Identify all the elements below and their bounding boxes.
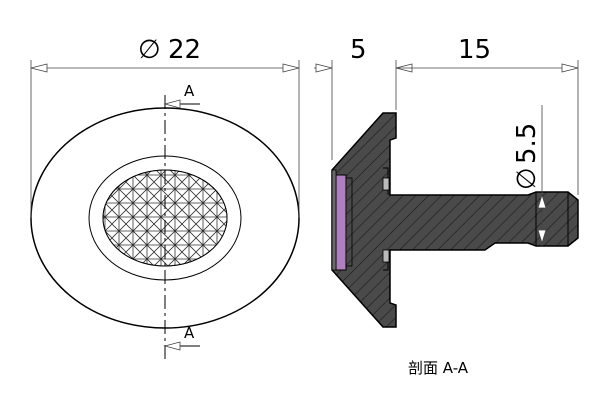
diameter-symbol-vertical: ∅ — [512, 167, 542, 190]
dimension-15: 15 — [396, 35, 579, 195]
section-marker-bottom: A — [163, 324, 200, 351]
section-caption: 剖面 A-A — [408, 359, 469, 377]
section-letter-bottom: A — [184, 324, 195, 342]
section-letter-top: A — [184, 82, 195, 100]
dimension-value-15: 15 — [458, 35, 491, 65]
diameter-symbol: ∅ — [138, 35, 161, 65]
section-view: 5 15 ∅ 5.5 剖面 A-A — [314, 35, 579, 377]
dimension-5-5: ∅ 5.5 — [512, 105, 547, 246]
dimension-22: ∅ 22 — [30, 35, 300, 218]
dimension-5: 5 — [314, 35, 413, 160]
dimension-value-5: 5 — [350, 35, 367, 65]
dimension-value-5-5: 5.5 — [512, 123, 542, 164]
section-marker-top: A — [163, 82, 200, 109]
insert-plate — [335, 174, 347, 271]
dimension-value-22: 22 — [168, 35, 201, 65]
front-view: A A ∅ 22 — [30, 35, 300, 360]
section-body — [331, 112, 579, 328]
